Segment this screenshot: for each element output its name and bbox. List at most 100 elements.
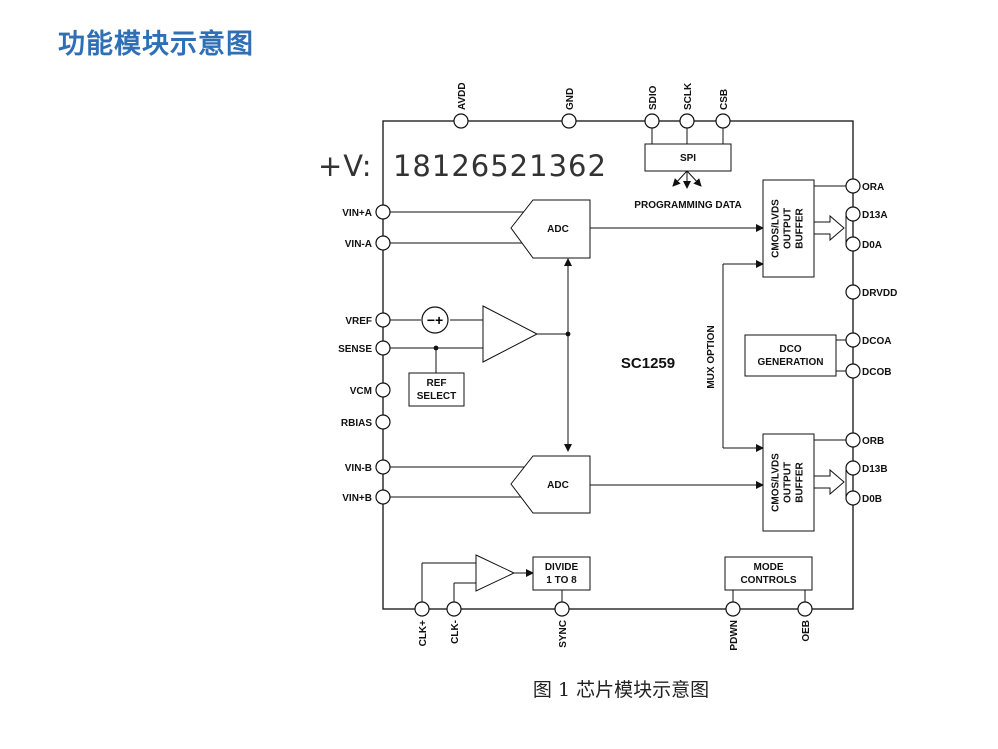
pin-clk-plus <box>414 601 430 617</box>
pin-d13a <box>845 206 861 222</box>
pin-vref <box>375 312 391 328</box>
adc-a-block <box>510 199 591 259</box>
pin-label-d13a: D13A <box>862 210 888 221</box>
bus-arrow-a <box>813 214 847 243</box>
pin-label-vin-plus-a: VIN+A <box>342 208 372 219</box>
pin-avdd <box>453 113 469 129</box>
pin-pdwn <box>725 601 741 617</box>
pin-ora <box>845 178 861 194</box>
mode-label-2: CONTROLS <box>740 575 796 586</box>
junction-dot <box>433 345 439 351</box>
pin-label-ora: ORA <box>862 182 884 193</box>
bus-arrow-b <box>813 468 847 497</box>
spi-block <box>644 143 732 172</box>
pin-label-avdd: AVDD <box>457 82 468 110</box>
mode-controls-block <box>724 556 813 591</box>
summing-node <box>421 306 449 334</box>
reference-amplifier <box>482 305 539 363</box>
pin-label-vin-minus-a: VIN-A <box>345 239 372 250</box>
pin-label-gnd: GND <box>565 88 576 110</box>
figure-caption: 图 1 芯片模块示意图 <box>533 679 709 701</box>
buffer-a-label-1: CMOS/LVDS <box>771 199 782 258</box>
pin-label-dcob: DCOB <box>862 367 891 378</box>
pin-dcoa <box>845 332 861 348</box>
adc-a-label: ADC <box>547 224 569 235</box>
pin-label-pdwn: PDWN <box>729 620 740 651</box>
pin-label-drvdd: DRVDD <box>862 288 897 299</box>
pin-label-oeb: OEB <box>801 620 812 642</box>
bottom-pins: CLK+ CLK- SYNC PDWN OEB <box>414 601 813 651</box>
output-buffer-b <box>762 433 815 532</box>
buffer-b-label-1: CMOS/LVDS <box>771 453 782 512</box>
pin-sdio <box>644 113 660 129</box>
pin-csb <box>715 113 731 129</box>
dco-generation-block <box>744 334 837 377</box>
junction-dot <box>565 331 571 337</box>
divide-block <box>532 556 591 591</box>
chip-name: SC1259 <box>621 355 675 372</box>
ref-select-label-1: REF <box>427 378 447 389</box>
dco-label-2: GENERATION <box>758 357 824 368</box>
pin-label-sense: SENSE <box>338 344 372 355</box>
mux-option-label: MUX OPTION <box>706 325 717 388</box>
ref-select-label-2: SELECT <box>417 391 456 402</box>
pin-orb <box>845 432 861 448</box>
buffer-a-label-2: OUTPUT <box>783 208 794 249</box>
pin-oeb <box>797 601 813 617</box>
pin-rbias <box>375 414 391 430</box>
pin-label-clk-plus: CLK+ <box>418 620 429 647</box>
summing-node-sign: −+ <box>427 312 443 328</box>
buffer-b-label-3: BUFFER <box>795 461 806 502</box>
pin-label-vin-minus-b: VIN-B <box>345 463 372 474</box>
right-pins: ORA D13A D0A DRVDD DCOA DCOB ORB D13B D0… <box>845 178 897 506</box>
pin-label-d0a: D0A <box>862 240 882 251</box>
pin-label-vcm: VCM <box>350 386 372 397</box>
pin-label-clk-minus: CLK- <box>450 620 461 644</box>
adc-b-block <box>510 455 591 514</box>
pin-label-sclk: SCLK <box>683 82 694 110</box>
pin-clk-minus <box>446 601 462 617</box>
pin-d13b <box>845 460 861 476</box>
pin-vin-plus-b <box>375 489 391 505</box>
divide-label-2: 1 TO 8 <box>546 575 577 586</box>
pin-vin-plus-a <box>375 204 391 220</box>
pin-vin-minus-a <box>375 235 391 251</box>
pin-label-dcoa: DCOA <box>862 336 891 347</box>
pin-drvdd <box>845 284 861 300</box>
pin-dcob <box>845 363 861 379</box>
buffer-a-label-3: BUFFER <box>795 207 806 248</box>
spi-label: SPI <box>680 153 696 164</box>
divide-label-1: DIVIDE <box>545 562 579 573</box>
buffer-b-label-2: OUTPUT <box>783 462 794 503</box>
pin-vin-minus-b <box>375 459 391 475</box>
programming-data-label: PROGRAMMING DATA <box>634 200 741 211</box>
pin-label-vin-plus-b: VIN+B <box>342 493 372 504</box>
wiring <box>389 128 846 603</box>
adc-b-label: ADC <box>547 480 569 491</box>
pin-sync <box>554 601 570 617</box>
pin-label-vref: VREF <box>345 316 372 327</box>
left-pins: VIN+A VIN-A VREF SENSE VCM RBIAS VIN-B V… <box>338 204 391 505</box>
pin-label-rbias: RBIAS <box>341 418 372 429</box>
pin-label-csb: CSB <box>719 89 730 110</box>
pin-d0a <box>845 236 861 252</box>
page-title: 功能模块示意图 <box>58 29 254 60</box>
pin-d0b <box>845 490 861 506</box>
pin-sclk <box>679 113 695 129</box>
mode-label-1: MODE <box>754 562 784 573</box>
watermark-text: +V: 18126521362 <box>318 149 607 183</box>
top-pins: AVDD GND SDIO SCLK CSB <box>453 82 731 129</box>
pin-vcm <box>375 382 391 398</box>
output-buffer-a <box>762 179 815 278</box>
pin-sense <box>375 340 391 356</box>
pin-label-d13b: D13B <box>862 464 888 475</box>
clock-buffer <box>475 554 516 592</box>
pin-label-sdio: SDIO <box>648 85 659 110</box>
pin-label-orb: ORB <box>862 436 884 447</box>
dco-label-1: DCO <box>779 344 801 355</box>
pin-label-sync: SYNC <box>558 620 569 648</box>
ref-select-block <box>408 372 465 407</box>
pin-label-d0b: D0B <box>862 494 882 505</box>
pin-gnd <box>561 113 577 129</box>
